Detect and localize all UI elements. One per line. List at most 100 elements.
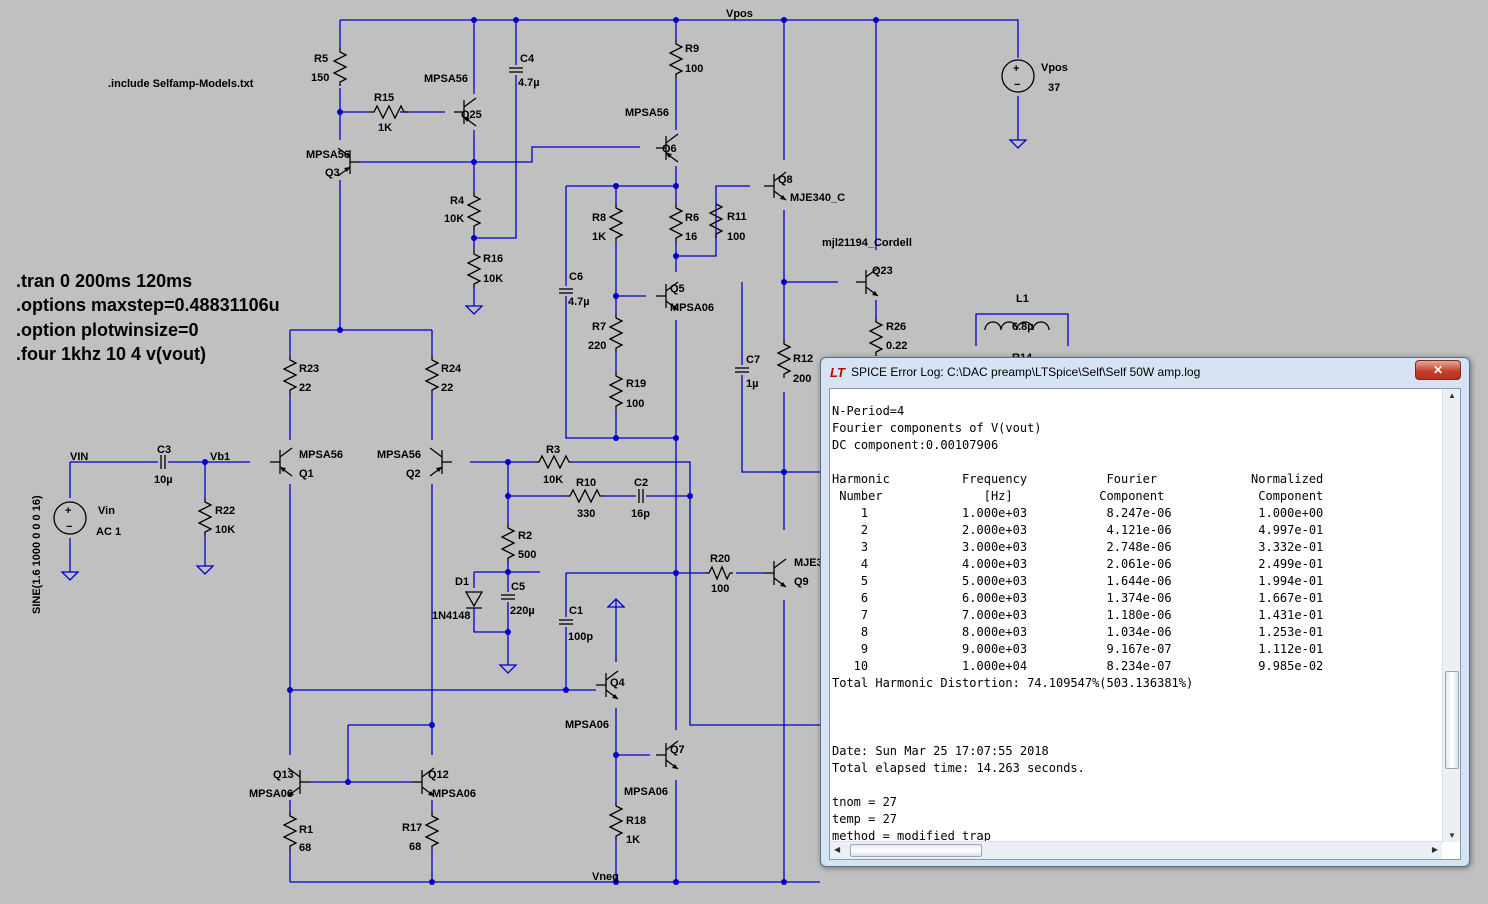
c5-label: C5 [511,581,525,593]
scroll-up-icon[interactable]: ▲ [1448,391,1456,400]
log-text-area[interactable]: N-Period=4 Fourier components of V(vout)… [829,388,1461,860]
r23-label: R23 [299,363,319,375]
q5-model: MPSA06 [670,302,714,314]
c6-value: 4.7µ [568,296,590,308]
r1-value: 68 [299,842,311,854]
r1-label: R1 [299,824,313,836]
q5-label: Q5 [670,283,685,295]
directive-include[interactable]: .include Selfamp-Models.txt [108,78,254,90]
log-window-title: SPICE Error Log: C:\DAC preamp\LTSpice\S… [851,365,1201,379]
r2-label: R2 [518,530,532,542]
directive-maxstep[interactable]: .options maxstep=0.48831106u [16,295,280,315]
r18-value: 1K [626,834,640,846]
q2-model: MPSA56 [377,449,421,461]
r19-label: R19 [626,378,646,390]
net-label-vb1: Vb1 [210,451,230,463]
r6-value: 16 [685,231,697,243]
q25-model: MPSA56 [424,73,468,85]
c3-label: C3 [157,444,171,456]
q12-model: MPSA06 [432,788,476,800]
svg-text:+: + [65,505,71,517]
c7-label: C7 [746,354,760,366]
r9-label: R9 [685,43,699,55]
r19-value: 100 [626,398,644,410]
l1-label: L1 [1016,293,1029,305]
net-label-vpos: Vpos [726,8,753,20]
q9-model: MJE3 [794,557,823,569]
svg-text:−: − [1014,79,1020,91]
q3-model: MPSA56 [306,149,350,161]
r26-value: 0.22 [886,340,907,352]
scroll-right-icon[interactable]: ▶ [1431,845,1438,854]
c6-label: C6 [569,271,583,283]
r16-label: R16 [483,253,503,265]
l1-value: 6.8µ [1012,321,1034,333]
r5-value: 150 [311,72,329,84]
r3-value: 10K [543,474,563,486]
q13-model: MPSA06 [249,788,293,800]
q7-model: MPSA06 [624,786,668,798]
directive-plotwinsize[interactable]: .option plotwinsize=0 [16,320,199,340]
r15-value: 1K [378,122,392,134]
q4-model: MPSA06 [565,719,609,731]
q12-label: Q12 [428,769,449,781]
svg-text:−: − [66,521,72,533]
r23-value: 22 [299,382,311,394]
r15-label: R15 [374,92,394,104]
c7-value: 1µ [746,378,758,390]
r20-value: 100 [711,583,729,595]
source-vin-value: AC 1 [96,526,121,538]
directive-four[interactable]: .four 1khz 10 4 v(vout) [16,344,206,364]
net-label-vin: VIN [70,451,88,463]
r12-value: 200 [793,373,811,385]
d1-model: 1N4148 [432,610,471,622]
r2-value: 500 [518,549,536,561]
r24-value: 22 [441,382,453,394]
q6-label: Q6 [662,143,677,155]
r9-value: 100 [685,63,703,75]
c1-label: C1 [569,605,583,617]
q9-label: Q9 [794,576,809,588]
q8-model: MJE340_C [790,192,845,204]
horizontal-scrollbar[interactable]: ◀ ▶ [830,841,1442,859]
c5-value: 220µ [510,605,535,617]
log-window-titlebar[interactable]: LT SPICE Error Log: C:\DAC preamp\LTSpic… [821,358,1469,386]
r8-value: 1K [592,231,606,243]
vertical-scrollbar[interactable]: ▲ ▼ [1442,389,1460,842]
r8-label: R8 [592,212,606,224]
q13-label: Q13 [273,769,294,781]
q25-label: Q25 [461,109,482,121]
q23-model: mjl21194_Cordell [822,237,912,249]
close-button[interactable]: ✕ [1415,360,1461,380]
q1-label: Q1 [299,468,314,480]
r18-label: R18 [626,815,646,827]
component-symbols: +− +− [53,39,1050,851]
q2-label: Q2 [406,468,421,480]
junction-dots [202,17,879,885]
r22-value: 10K [215,524,235,536]
r4-value: 10K [444,213,464,225]
horizontal-scroll-thumb[interactable] [850,844,982,857]
close-icon: ✕ [1432,363,1444,377]
scroll-down-icon[interactable]: ▼ [1448,831,1456,840]
source-vpos-value: 37 [1048,82,1060,94]
q7-label: Q7 [670,744,685,756]
spice-error-log-window[interactable]: LT SPICE Error Log: C:\DAC preamp\LTSpic… [820,357,1470,867]
c1-value: 100p [568,631,593,643]
directive-tran[interactable]: .tran 0 200ms 120ms [16,271,192,291]
r20-label: R20 [710,553,730,565]
scroll-left-icon[interactable]: ◀ [834,845,841,854]
log-content[interactable]: N-Period=4 Fourier components of V(vout)… [832,404,1324,841]
c4-value: 4.7µ [518,77,540,89]
q3-label: Q3 [325,167,340,179]
source-vin-name: Vin [98,505,115,517]
r4-label: R4 [450,195,465,207]
r3-label: R3 [546,444,560,456]
vertical-scroll-thumb[interactable] [1445,671,1459,769]
c3-value: 10µ [154,474,173,486]
r24-label: R24 [441,363,462,375]
r5-label: R5 [314,53,328,65]
r10-label: R10 [576,477,596,489]
